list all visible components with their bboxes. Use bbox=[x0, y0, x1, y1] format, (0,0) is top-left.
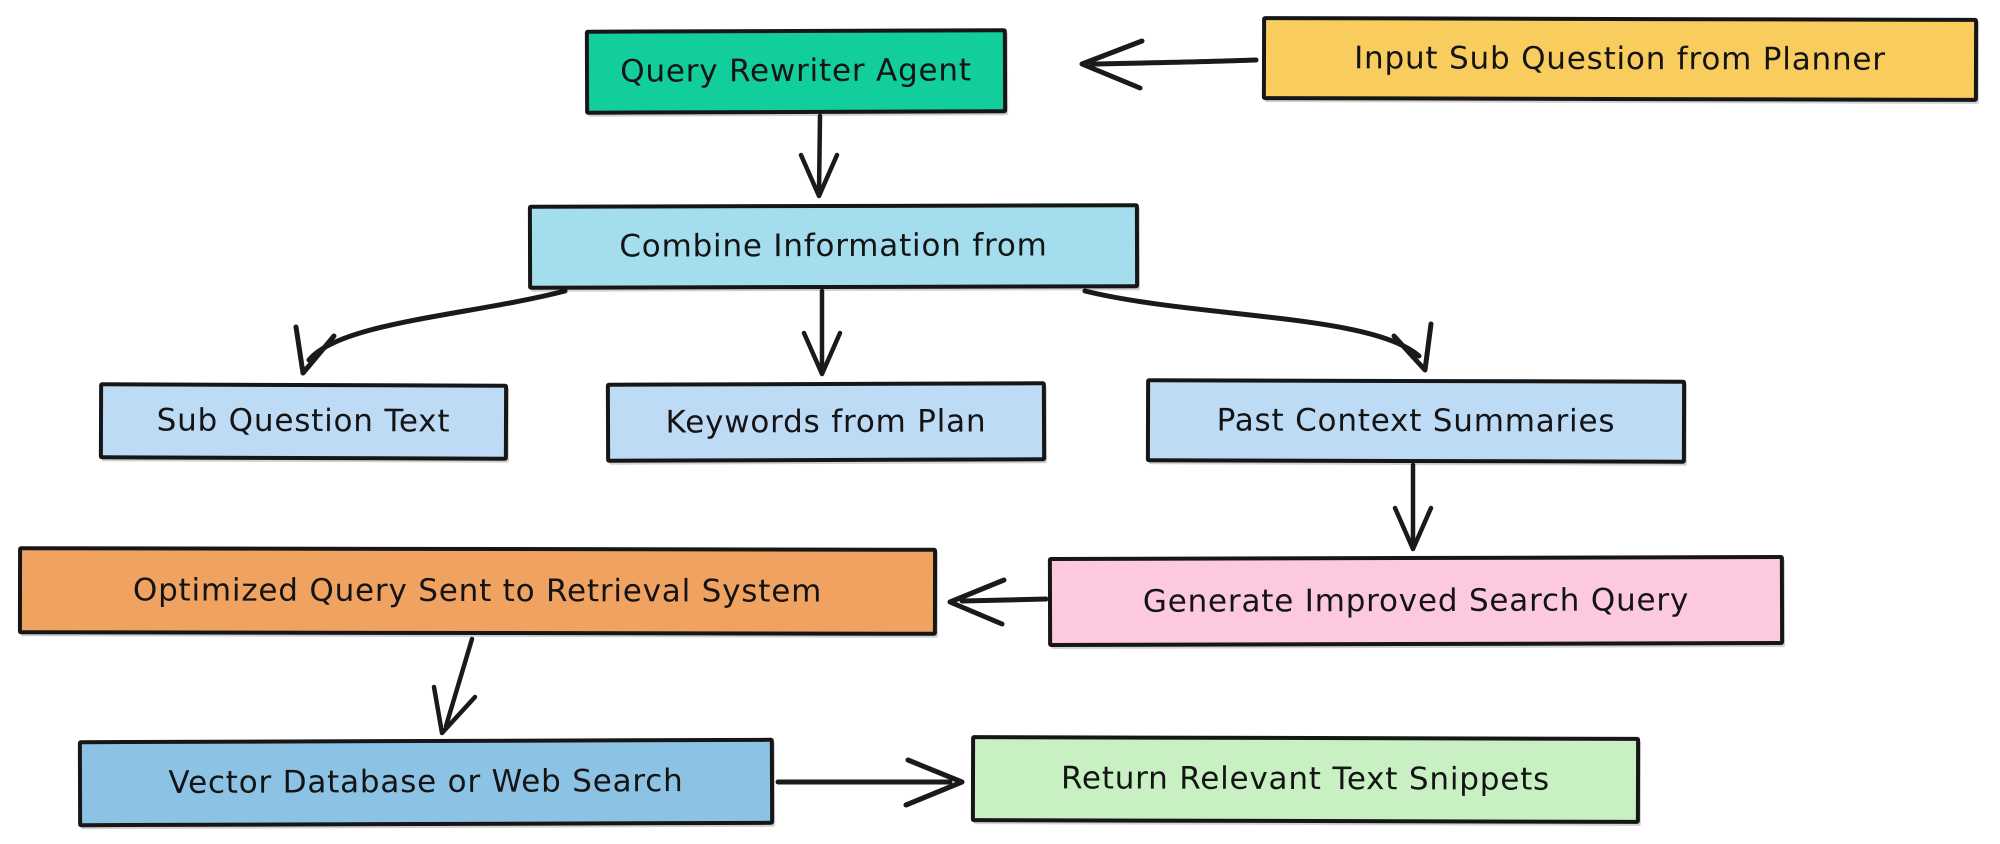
node-optimized-query-sent-to-retrieval-system: Optimized Query Sent to Retrieval System bbox=[17, 546, 938, 636]
arrow-combine-to-keywords bbox=[801, 288, 843, 377]
arrow-query-rewriter-to-combine bbox=[798, 113, 840, 199]
node-past-context-summaries: Past Context Summaries bbox=[1145, 378, 1687, 464]
node-keywords-from-plan: Keywords from Plan bbox=[605, 381, 1047, 463]
node-label-generate-improved-search-query: Generate Improved Search Query bbox=[1142, 582, 1690, 620]
arrow-combine-to-sub-question bbox=[293, 288, 568, 376]
node-generate-improved-search-query: Generate Improved Search Query bbox=[1047, 555, 1785, 647]
node-label-input-sub-question: Input Sub Question from Planner bbox=[1354, 40, 1886, 78]
node-label-vector-database: Vector Database or Web Search bbox=[168, 763, 684, 802]
node-return-relevant-text-snippets: Return Relevant Text Snippets bbox=[970, 735, 1641, 824]
node-label-return-snippets: Return Relevant Text Snippets bbox=[1060, 760, 1551, 799]
node-label-combine-information: Combine Information from bbox=[619, 227, 1048, 266]
node-label-sub-question-text: Sub Question Text bbox=[156, 402, 451, 440]
arrow-optimized-query-to-vector-db bbox=[431, 636, 478, 736]
node-label-query-rewriter-agent: Query Rewriter Agent bbox=[620, 52, 972, 91]
node-label-keywords-from-plan: Keywords from Plan bbox=[665, 403, 987, 441]
node-sub-question-text: Sub Question Text bbox=[98, 382, 509, 461]
arrow-combine-to-past-context bbox=[1082, 288, 1434, 373]
node-label-optimized-query: Optimized Query Sent to Retrieval System bbox=[132, 572, 823, 610]
arrow-past-context-to-generate-query bbox=[1392, 462, 1434, 552]
node-label-past-context-summaries: Past Context Summaries bbox=[1216, 402, 1616, 440]
arrow-generate-query-to-optimized-query bbox=[947, 577, 1049, 627]
node-combine-information-from: Combine Information from bbox=[527, 203, 1140, 290]
node-vector-database-or-web-search: Vector Database or Web Search bbox=[77, 737, 775, 828]
arrow-vector-db-to-return-snippets bbox=[775, 757, 965, 808]
node-input-sub-question-from-planner: Input Sub Question from Planner bbox=[1261, 16, 1979, 102]
arrow-input-planner-to-query-rewriter bbox=[1079, 38, 1259, 91]
node-query-rewriter-agent: Query Rewriter Agent bbox=[584, 28, 1008, 115]
